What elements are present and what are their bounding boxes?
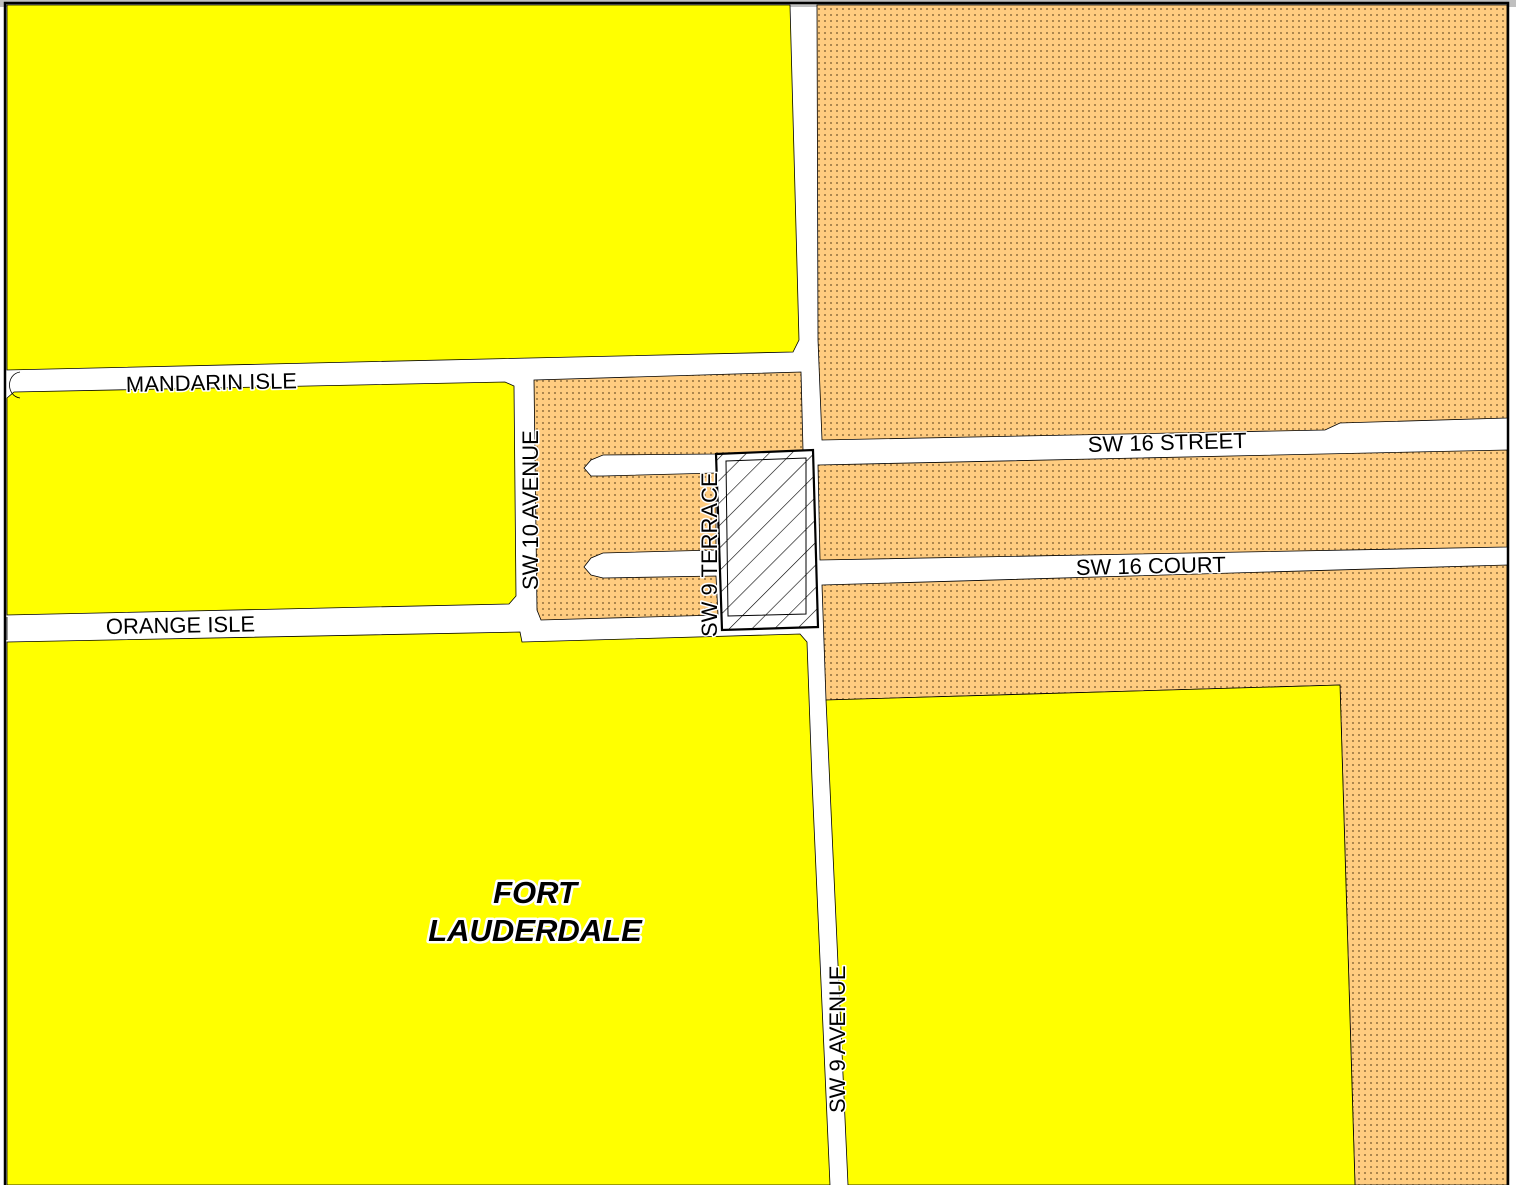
label-mandarin-isle: MANDARIN ISLE xyxy=(126,368,298,397)
mandarin-isle-cul-de-sac xyxy=(9,371,21,399)
label-sw-10-avenue: SW 10 AVENUE xyxy=(518,430,543,590)
city-label-line-1: FORT xyxy=(493,875,580,910)
commercial-parcel-east[interactable] xyxy=(816,4,1508,441)
label-sw-16-court: SW 16 COURT xyxy=(1076,552,1226,580)
label-sw-9-terrace: SW 9 TERRACE xyxy=(697,472,722,637)
residential-parcel-west-middle[interactable] xyxy=(6,381,517,616)
label-sw-16-street: SW 16 STREET xyxy=(1087,428,1247,457)
commercial-parcel-east-middle[interactable] xyxy=(817,449,1508,561)
label-orange-isle: ORANGE ISLE xyxy=(106,611,256,639)
subject-site[interactable] xyxy=(714,448,820,632)
residential-parcel-southeast[interactable] xyxy=(825,684,1356,1185)
label-sw-9-avenue: SW 9 AVENUE xyxy=(825,965,850,1113)
map-frame xyxy=(3,1,1510,1185)
residential-parcel-northwest[interactable] xyxy=(6,4,800,371)
commercial-parcel-center[interactable] xyxy=(533,371,804,621)
city-label-line-2: LAUDERDALE xyxy=(428,913,643,948)
residential-parcel-southwest[interactable] xyxy=(6,631,831,1185)
subject-site-inner-border xyxy=(725,457,807,617)
